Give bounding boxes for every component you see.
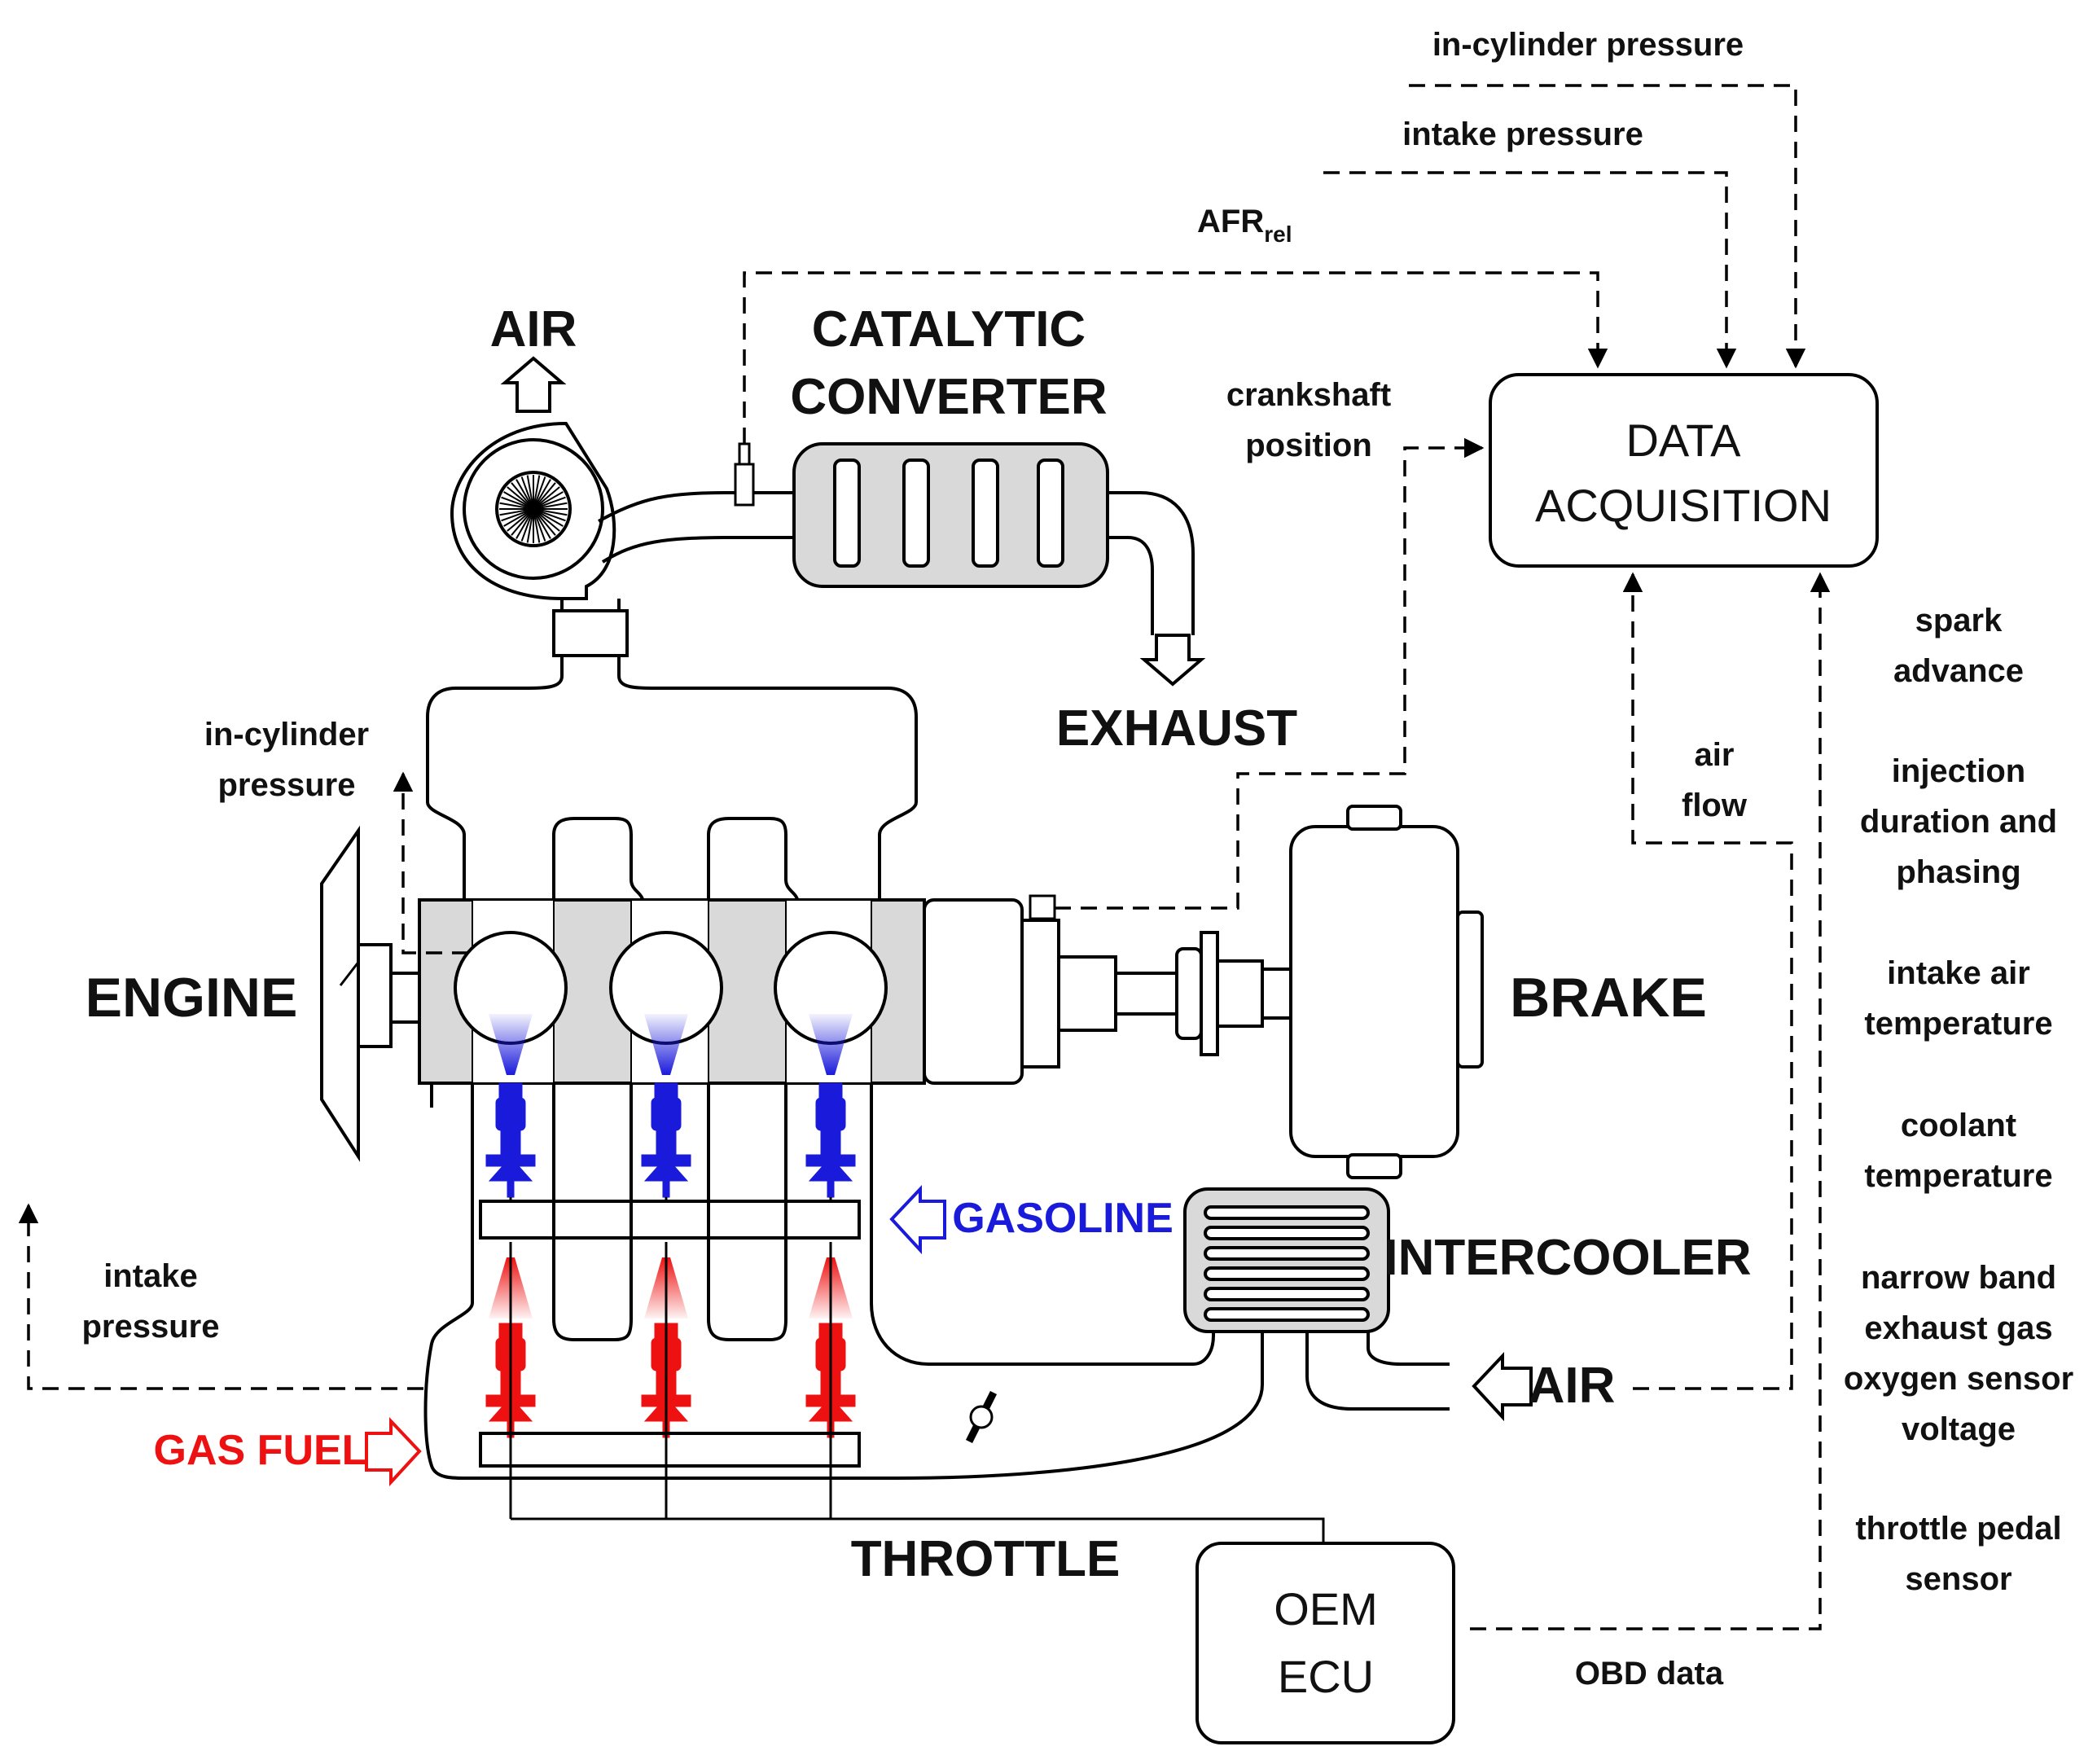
intake-plenum [423, 1083, 1264, 1480]
intake-left-label-1: intake [103, 1258, 198, 1294]
air-flow-label-2: flow [1682, 788, 1748, 823]
crank-sensor [1029, 894, 1056, 920]
brake-label: BRAKE [1510, 967, 1707, 1029]
engine-label: ENGINE [86, 967, 298, 1029]
gas-fuel-rail [479, 1432, 861, 1468]
exhaust-pipe [598, 491, 794, 564]
obd-signal-label: phasing [1896, 854, 2020, 890]
afr-label: AFRrel [1197, 204, 1292, 247]
obd-signal-label: spark [1915, 603, 2003, 638]
obd-signal-label: coolant [1901, 1108, 2016, 1143]
throttle-valve [965, 1390, 998, 1444]
gasoline-injectors [485, 1082, 856, 1198]
air-inlet-arrow [1472, 1351, 1533, 1422]
obd-signal-label: temperature [1864, 1158, 2052, 1194]
in-cylinder-pressure-left-line [393, 771, 468, 954]
brake-dyno [1289, 805, 1484, 1179]
crankshaft-position-line [1055, 437, 1485, 910]
exhaust-tailpipe [1108, 491, 1195, 635]
intake-left-label-2: pressure [82, 1309, 220, 1345]
intercooler-label: INTERCOOLER [1384, 1230, 1751, 1286]
throttle-label: THROTTLE [851, 1531, 1121, 1587]
in-cylinder-left-label-2: pressure [218, 767, 356, 803]
obd-signal-label: sensor [1905, 1561, 2011, 1597]
intake-pressure-top-label: intake pressure [1402, 116, 1643, 152]
gasoline-rail [479, 1200, 861, 1240]
catalytic-converter [792, 442, 1109, 588]
obd-data-label: OBD data [1575, 1656, 1724, 1692]
gasoline-arrow [889, 1184, 946, 1255]
injector-wiring [509, 1242, 1325, 1543]
obd-signal-list: spark advance injection duration and phasing… [1844, 603, 2073, 1597]
afr-line [743, 271, 1608, 444]
intercooler [1183, 1187, 1390, 1336]
exhaust-label: EXHAUST [1056, 700, 1297, 757]
in-cylinder-left-label-1: in-cylinder [204, 717, 369, 753]
obd-data-line [1470, 572, 1831, 1630]
obd-signal-label: injection [1892, 753, 2025, 789]
obd-signal-label: throttle pedal [1855, 1511, 2061, 1547]
data-acquisition-label-2: ACQUISITION [1535, 480, 1832, 531]
shaft-coupling [923, 898, 1296, 1085]
crankshaft-label-2: position [1245, 428, 1372, 463]
intake-runners [552, 817, 800, 905]
air-outlet-arrow [500, 356, 567, 413]
obd-signal-label: duration and [1860, 804, 2057, 840]
air-top-label: AIR [490, 301, 577, 358]
gas-fuel-label: GAS FUEL [154, 1427, 368, 1474]
gasoline-label: GASOLINE [952, 1195, 1174, 1242]
data-acquisition-label-1: DATA [1625, 415, 1741, 466]
in-cylinder-pressure-line [1409, 84, 1806, 369]
air-inlet-pipe [1305, 1332, 1450, 1411]
air-flow-label-1: air [1695, 737, 1735, 773]
data-acquisition-box [1489, 373, 1879, 568]
catalytic-label-2: CONVERTER [790, 369, 1107, 425]
flywheel [320, 825, 421, 1162]
intake-pressure-line [1323, 171, 1737, 369]
air-intake-label: AIR [1529, 1358, 1616, 1414]
oem-ecu-label-1: OEM [1274, 1583, 1378, 1635]
oem-ecu-label-2: ECU [1278, 1651, 1374, 1702]
intake-pressure-left-line [18, 1203, 423, 1390]
obd-signal-label: temperature [1864, 1006, 2052, 1042]
gas-fuel-arrow [365, 1416, 422, 1487]
exhaust-arrow [1139, 634, 1206, 687]
lambda-sensor [734, 442, 755, 507]
catalytic-label-1: CATALYTIC [812, 301, 1086, 358]
gas-fuel-injectors [485, 1323, 856, 1438]
obd-signal-label: narrow band [1861, 1260, 2056, 1296]
turbocharger [426, 421, 918, 904]
obd-signal-label: intake air [1887, 955, 2030, 991]
oem-ecu-box [1195, 1542, 1455, 1744]
obd-signal-label: exhaust gas [1864, 1310, 2052, 1346]
obd-signal-label: oxygen sensor [1844, 1361, 2073, 1397]
obd-signal-label: advance [1893, 653, 2024, 689]
in-cylinder-pressure-top-label: in-cylinder pressure [1432, 27, 1744, 63]
obd-signal-label: voltage [1902, 1411, 2016, 1447]
crankshaft-label-1: crankshaft [1226, 377, 1391, 413]
air-flow-line [1622, 572, 1793, 1390]
